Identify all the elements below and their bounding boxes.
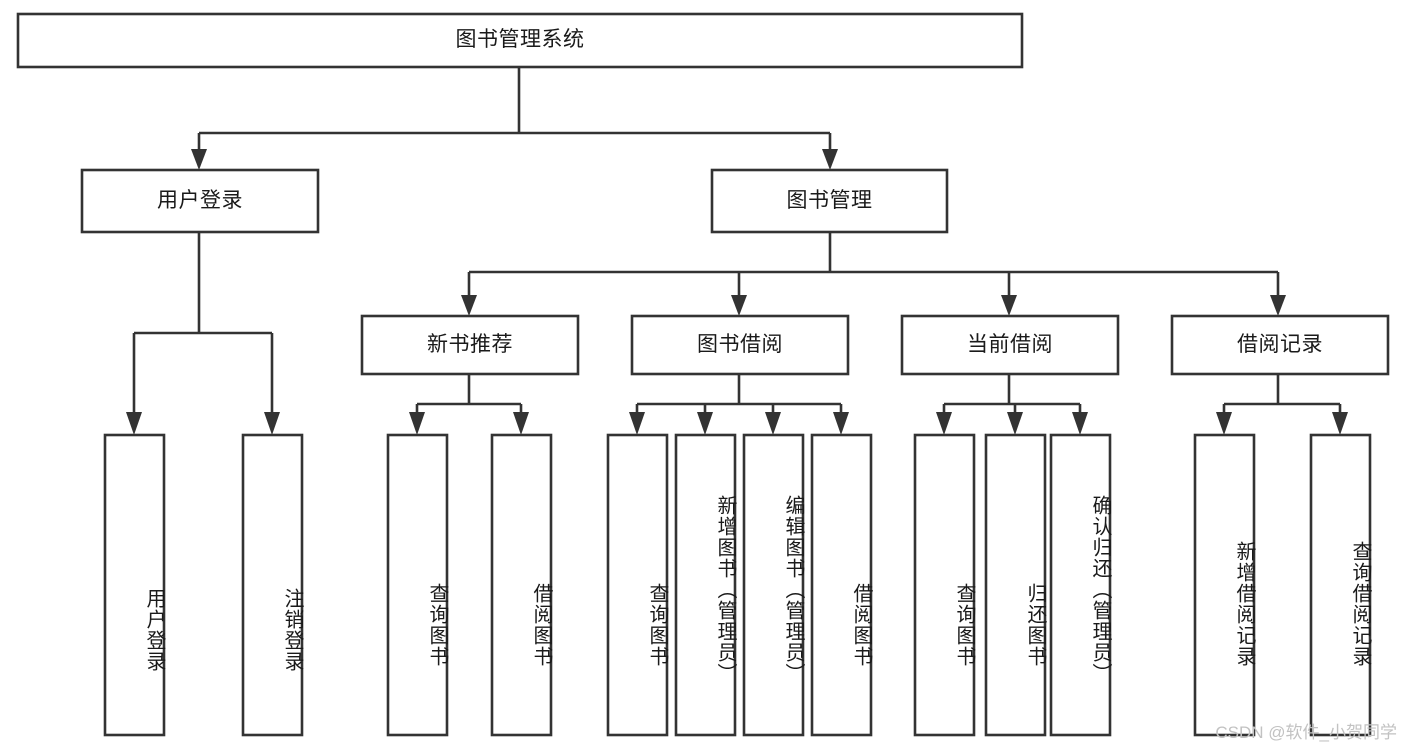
- arrow-to-leaf-borrow-do: [833, 412, 849, 435]
- csdn-watermark: CSDN @软件_小贺同学: [1215, 723, 1397, 742]
- node-box-leaf-user-logout[interactable]: [241, 433, 304, 737]
- node-box-leaf-user-login[interactable]: [103, 433, 166, 737]
- node-box-leaf-cur-confirm[interactable]: [1049, 433, 1112, 737]
- node-box-leaf-borrow-query[interactable]: [606, 433, 669, 737]
- arrow-to-leaf-user-logout: [264, 412, 280, 435]
- node-box-borrow-record[interactable]: [1170, 314, 1390, 376]
- connector-group-borrow-record: [1216, 374, 1348, 435]
- arrow-root-to-book-manage: [822, 149, 838, 170]
- connector-group-book-manage: [461, 232, 1286, 316]
- arrow-root-to-user-login: [191, 149, 207, 170]
- node-box-leaf-rec-search[interactable]: [1309, 433, 1372, 737]
- node-box-leaf-cur-return[interactable]: [984, 433, 1047, 737]
- arrow-to-leaf-rec-query: [409, 412, 425, 435]
- node-box-current-borrow[interactable]: [900, 314, 1120, 376]
- connector-group-book-borrow: [629, 374, 849, 435]
- arrow-to-leaf-rec-borrow: [513, 412, 529, 435]
- arrow-to-leaf-borrow-query: [629, 412, 645, 435]
- node-box-book-manage[interactable]: [710, 168, 949, 234]
- node-box-leaf-rec-add[interactable]: [1193, 433, 1256, 737]
- node-box-leaf-borrow-do[interactable]: [810, 433, 873, 737]
- arrow-to-book-borrow: [731, 295, 747, 316]
- connector-group-new-book-rec: [409, 374, 529, 435]
- node-box-leaf-borrow-add[interactable]: [674, 433, 737, 737]
- arrow-to-leaf-cur-return: [1007, 412, 1023, 435]
- node-box-root[interactable]: [16, 12, 1024, 69]
- arrow-to-leaf-cur-confirm: [1072, 412, 1088, 435]
- arrow-to-leaf-borrow-edit: [765, 412, 781, 435]
- arrow-to-leaf-user-login: [126, 412, 142, 435]
- arrow-to-leaf-borrow-add: [697, 412, 713, 435]
- node-box-leaf-cur-query[interactable]: [913, 433, 976, 737]
- arrow-to-leaf-rec-search: [1332, 412, 1348, 435]
- connector-group-user-login: [126, 232, 280, 435]
- arrow-to-current-borrow: [1001, 295, 1017, 316]
- connector-group-root: [191, 68, 838, 170]
- node-box-book-borrow[interactable]: [630, 314, 850, 376]
- node-box-leaf-borrow-edit[interactable]: [742, 433, 805, 737]
- connector-group-current-borrow: [936, 374, 1088, 435]
- arrow-to-leaf-rec-add: [1216, 412, 1232, 435]
- node-box-leaf-rec-borrow[interactable]: [490, 433, 553, 737]
- arrow-to-borrow-record: [1270, 295, 1286, 316]
- node-box-user-login[interactable]: [80, 168, 320, 234]
- arrow-to-leaf-cur-query: [936, 412, 952, 435]
- node-box-new-book-rec[interactable]: [360, 314, 580, 376]
- arrow-to-new-book-rec: [461, 295, 477, 316]
- node-box-leaf-rec-query[interactable]: [386, 433, 449, 737]
